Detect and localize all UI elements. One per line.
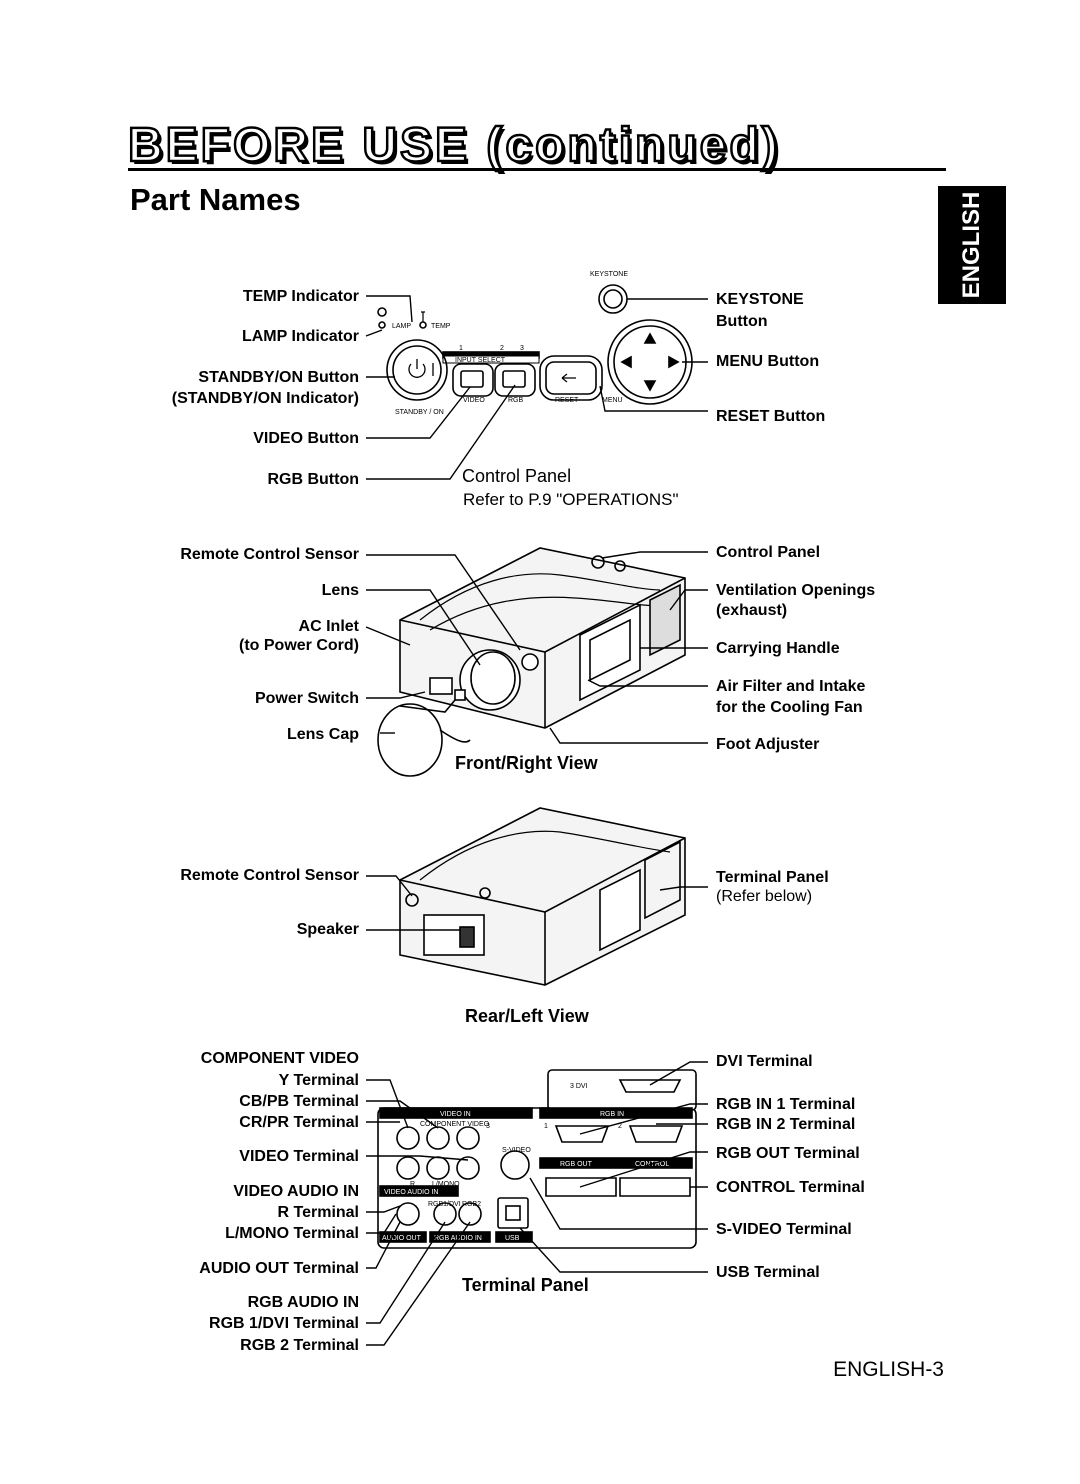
terminal-leaders: [366, 1061, 708, 1346]
label-lens: Lens: [321, 582, 359, 599]
panel-text-s-video: S-VIDEO: [502, 1147, 531, 1154]
label-terminal-panel: Terminal Panel: [716, 869, 829, 886]
panel-text-reset: RESET: [555, 397, 579, 404]
panel-text-video: VIDEO: [463, 397, 485, 404]
panel-text-t2: 2: [618, 1123, 622, 1130]
label-standby-indicator: (STANDBY/ON Indicator): [171, 390, 359, 407]
panel-text-rgb1dvi: RGB1/DVI: [428, 1201, 461, 1208]
label-speaker: Speaker: [296, 921, 359, 938]
label-control-panel: Control Panel: [716, 544, 821, 561]
label-lens-cap: Lens Cap: [286, 726, 359, 743]
label-cr-pr-terminal: CR/PR Terminal: [239, 1114, 359, 1131]
label-s-video-terminal: S-VIDEO Terminal: [716, 1221, 852, 1238]
terminal-panel-caption: Terminal Panel: [462, 1275, 589, 1295]
panel-text-video-in: VIDEO IN: [440, 1111, 471, 1118]
label-l-mono-terminal: L/MONO Terminal: [225, 1225, 359, 1242]
rear-view-caption: Rear/Left View: [465, 1006, 589, 1026]
label-lamp-indicator: LAMP Indicator: [241, 328, 359, 345]
section-title: Part Names: [130, 182, 301, 217]
label-component-video: COMPONENT VIDEO: [200, 1050, 359, 1067]
label-video-audio-in: VIDEO AUDIO IN: [233, 1183, 359, 1200]
label-exhaust: (exhaust): [716, 602, 788, 619]
label-y-terminal: Y Terminal: [278, 1072, 359, 1089]
panel-text-n1: 1: [459, 345, 463, 352]
control-panel-caption: Control Panel: [462, 466, 572, 486]
label-rgb-in2-terminal: RGB IN 2 Terminal: [716, 1116, 856, 1133]
label-menu-button: MENU Button: [716, 353, 820, 370]
panel-text-menu: MENU: [602, 397, 623, 404]
label-rgb-out-terminal: RGB OUT Terminal: [716, 1145, 860, 1162]
panel-text-rgb2: RGB2: [462, 1201, 481, 1208]
label-carrying-handle: Carrying Handle: [716, 640, 840, 657]
panel-text-dvi: 3 DVI: [570, 1083, 588, 1090]
panel-text-l-mono: L/MONO: [432, 1181, 460, 1188]
label-rgb1-dvi-terminal: RGB 1/DVI Terminal: [209, 1315, 359, 1332]
front-view-illustration: [377, 547, 686, 777]
control-panel-illustration: [377, 284, 693, 405]
panel-text-rgb: RGB: [508, 397, 524, 404]
title-rule: [128, 168, 946, 171]
panel-text-standby: STANDBY / ON: [395, 409, 444, 416]
label-dvi-terminal: DVI Terminal: [716, 1053, 813, 1070]
label-foot-adjuster: Foot Adjuster: [716, 736, 820, 753]
label-video-terminal: VIDEO Terminal: [239, 1148, 359, 1165]
label-usb-terminal: USB Terminal: [716, 1264, 820, 1281]
label-rgb-button: RGB Button: [267, 471, 359, 488]
panel-text-n3: 3: [520, 345, 524, 352]
label-rgb-audio-in: RGB AUDIO IN: [247, 1294, 359, 1311]
label-remote-sensor-rear: Remote Control Sensor: [180, 867, 359, 884]
label-to-power-cord: (to Power Cord): [239, 637, 359, 654]
panel-text-rgb-in: RGB IN: [600, 1111, 624, 1118]
label-remote-sensor-front: Remote Control Sensor: [180, 546, 359, 563]
panel-text-usb: USB: [505, 1235, 520, 1242]
label-refer-below: (Refer below): [716, 888, 813, 905]
panel-text-t3: 3: [486, 1123, 490, 1130]
front-view-leaders: [365, 551, 708, 744]
terminal-panel-illustration: [377, 1069, 697, 1249]
label-cooling-fan: for the Cooling Fan: [716, 699, 863, 716]
panel-text-video-audio-in: VIDEO AUDIO IN: [384, 1189, 438, 1196]
language-tab: ENGLISH: [938, 186, 1006, 304]
page-number: ENGLISH-3: [833, 1358, 944, 1381]
panel-text-t1: 1: [544, 1123, 548, 1130]
label-rgb-in1-terminal: RGB IN 1 Terminal: [716, 1096, 856, 1113]
panel-text-audio-out: AUDIO OUT: [382, 1235, 422, 1242]
label-temp-indicator: TEMP Indicator: [242, 288, 359, 305]
panel-text-component-video: COMPONENT VIDEO: [420, 1121, 490, 1128]
label-ac-inlet: AC Inlet: [298, 618, 359, 635]
page-title: BEFORE USE (continued): [127, 118, 781, 174]
label-control-terminal: CONTROL Terminal: [716, 1179, 865, 1196]
label-rgb2-terminal: RGB 2 Terminal: [240, 1337, 359, 1354]
panel-text-keystone: KEYSTONE: [590, 271, 628, 278]
front-view-caption: Front/Right View: [455, 753, 598, 773]
label-vent-openings: Ventilation Openings: [716, 582, 876, 599]
rear-view-illustration: [399, 807, 686, 986]
panel-text-r: R: [410, 1181, 415, 1188]
control-panel-refer: Refer to P.9 "OPERATIONS": [463, 490, 679, 509]
panel-text-n2: 2: [500, 345, 504, 352]
label-audio-out-terminal: AUDIO OUT Terminal: [199, 1260, 359, 1277]
rear-view-leaders: [366, 875, 708, 931]
label-keystone: KEYSTONE: [716, 291, 804, 308]
label-keystone-button: Button: [716, 313, 768, 330]
label-standby-button: STANDBY/ON Button: [198, 369, 359, 386]
label-air-filter: Air Filter and Intake: [716, 678, 866, 695]
label-r-terminal: R Terminal: [277, 1204, 360, 1221]
label-power-switch: Power Switch: [254, 690, 359, 707]
panel-text-input-select: INPUT SELECT: [455, 357, 506, 364]
panel-text-temp: TEMP: [431, 323, 451, 330]
label-reset-button: RESET Button: [716, 408, 826, 425]
label-video-button: VIDEO Button: [253, 430, 359, 447]
panel-text-lamp: LAMP: [392, 323, 411, 330]
label-cb-pb-terminal: CB/PB Terminal: [239, 1093, 359, 1110]
panel-text-rgb-out: RGB OUT: [560, 1161, 593, 1168]
